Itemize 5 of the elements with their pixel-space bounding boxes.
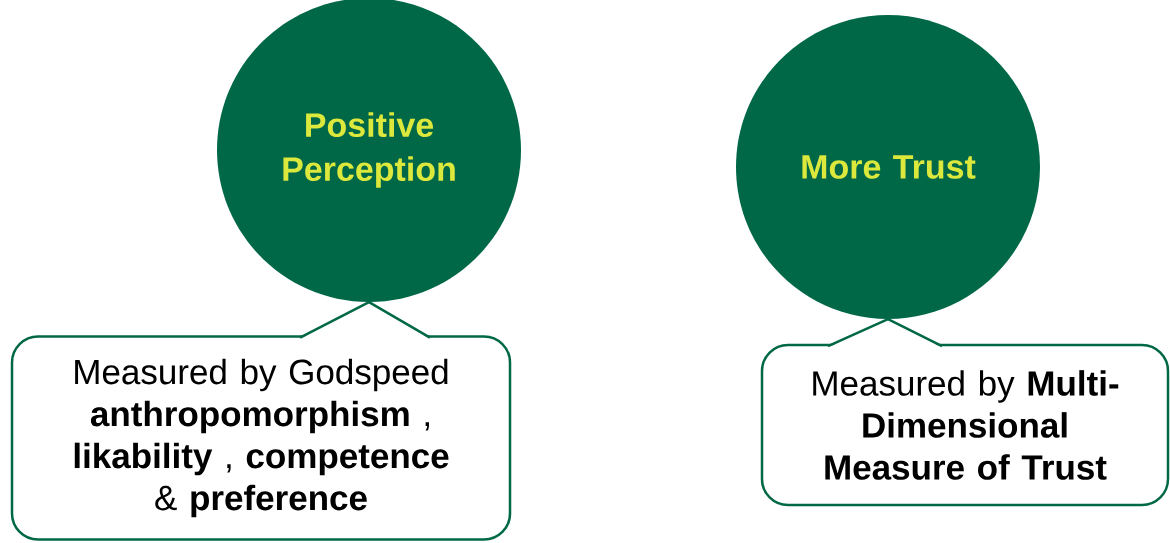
callout-box: Measured by Multi-Dimensional Measure of Trust (760, 343, 1170, 507)
callout-box: Measured by Godspeed anthropomorphism , likability , competence & preference (10, 335, 512, 541)
callout-tail (298, 300, 432, 339)
callout-tail (826, 317, 944, 348)
circle-node: More Trust (736, 15, 1040, 319)
